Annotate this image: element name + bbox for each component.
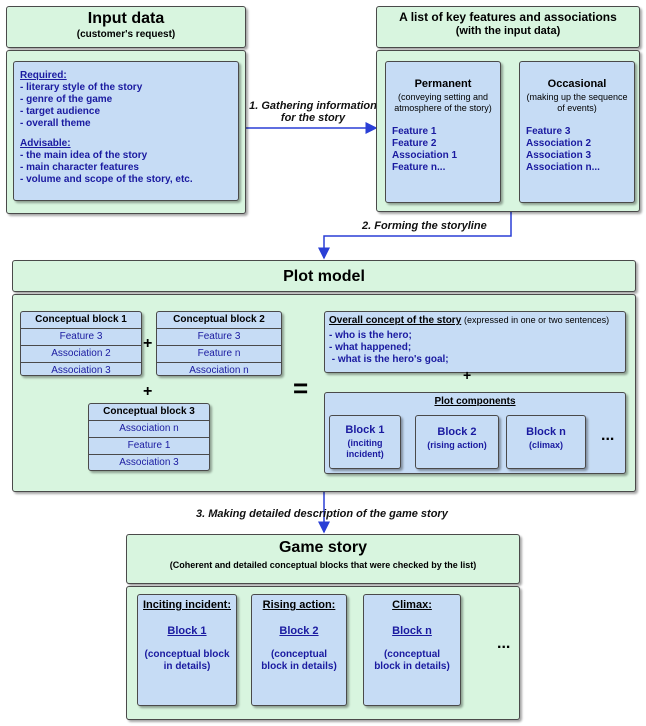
game-story-header: Game story (Coherent and detailed concep… xyxy=(126,534,520,584)
stage-heading: Inciting incident: xyxy=(143,599,231,611)
advisable-item: - volume and scope of the story, etc. xyxy=(20,174,193,185)
input-data-header: Input data (customer's request) xyxy=(6,6,246,48)
permanent-item: Association 1 xyxy=(392,150,458,161)
conceptual-block-title: Conceptual block 3 xyxy=(89,404,209,421)
component-block-n: Block n (climax) xyxy=(506,415,586,469)
permanent-desc: (conveying setting and atmosphere of the… xyxy=(394,92,492,113)
concept-heading: Overall concept of the story xyxy=(329,315,462,326)
stage-block: Block 2 xyxy=(279,625,319,637)
stage-block: Block n xyxy=(392,625,432,637)
concept-item: - what happened; xyxy=(329,342,412,353)
step1-label: 1. Gathering information for the story xyxy=(249,100,377,124)
step2-label: 2. Forming the storyline xyxy=(362,220,487,232)
equals-sign: = xyxy=(293,373,309,403)
stage-desc: (conceptual block in details) xyxy=(144,649,230,672)
input-data-title: Input data xyxy=(87,10,165,27)
plus-sign: + xyxy=(463,367,472,383)
input-requirements-box: Required: - literary style of the story … xyxy=(13,61,239,201)
concept-item: - who is the hero; xyxy=(329,330,412,341)
conceptual-block-row: Association 3 xyxy=(119,457,179,468)
component-block-1: Block 1 (inciting incident) xyxy=(329,415,401,469)
required-heading: Required: xyxy=(20,70,67,81)
permanent-box: Permanent (conveying setting and atmosph… xyxy=(385,61,501,203)
component-name: Block 1 xyxy=(345,424,385,436)
stage-desc: (conceptual block in details) xyxy=(374,649,450,672)
features-title: A list of key features and associations xyxy=(399,10,617,24)
arrow-step2 xyxy=(318,212,512,260)
plot-components-box: Plot components Block 1 (inciting incide… xyxy=(324,392,626,474)
game-story-panel: Inciting incident: Block 1 (conceptual b… xyxy=(126,586,520,720)
conceptual-block-row: Feature n xyxy=(157,346,281,363)
components-ellipsis: ... xyxy=(601,427,615,444)
conceptual-block-row: Feature 3 xyxy=(21,329,141,346)
concept-note: (expressed in one or two sentences) xyxy=(464,315,610,325)
conceptual-block-row: Association 2 xyxy=(21,346,141,363)
required-item: - overall theme xyxy=(20,118,91,129)
game-story-title: Game story xyxy=(278,539,368,556)
conceptual-block-row: Feature 1 xyxy=(89,438,209,455)
occasional-item: Feature 3 xyxy=(526,126,571,137)
component-name: Block n xyxy=(526,426,566,438)
concept-item: - what is the hero's goal; xyxy=(329,354,449,365)
advisable-item: - main character features xyxy=(20,162,139,173)
permanent-title: Permanent xyxy=(414,78,472,90)
permanent-item: Feature 1 xyxy=(392,126,437,137)
stage-desc: (conceptual block in details) xyxy=(261,649,337,672)
occasional-item: Association n... xyxy=(526,162,600,173)
plot-model-header: Plot model xyxy=(12,260,636,292)
conceptual-block-title: Conceptual block 1 xyxy=(21,312,141,329)
stage-heading: Rising action: xyxy=(262,599,336,611)
components-title: Plot components xyxy=(434,396,516,407)
conceptual-block-2: Conceptual block 2 Feature 3 Feature n A… xyxy=(156,311,282,376)
plot-model-title: Plot model xyxy=(283,268,365,285)
conceptual-block-row: Association n xyxy=(189,365,249,376)
occasional-item: Association 2 xyxy=(526,138,592,149)
component-desc: (rising action) xyxy=(427,440,487,450)
occasional-title: Occasional xyxy=(547,78,607,90)
step3-label: 3. Making detailed description of the ga… xyxy=(196,508,448,520)
plus-sign: + xyxy=(143,335,153,352)
component-block-2: Block 2 (rising action) xyxy=(415,415,499,469)
component-desc: (climax) xyxy=(528,440,563,450)
component-desc: (inciting incident) xyxy=(346,438,384,459)
overall-concept-box: Overall concept of the story (expressed … xyxy=(324,311,626,373)
required-item: - literary style of the story xyxy=(20,82,143,93)
input-data-subtitle: (customer's request) xyxy=(76,29,176,40)
occasional-item: Association 3 xyxy=(526,150,592,161)
advisable-heading: Advisable: xyxy=(20,138,71,149)
required-item: - target audience xyxy=(20,106,101,117)
conceptual-block-title: Conceptual block 2 xyxy=(157,312,281,329)
stage-inciting-incident: Inciting incident: Block 1 (conceptual b… xyxy=(137,594,237,706)
advisable-item: - the main idea of the story xyxy=(20,150,148,161)
features-panel: Permanent (conveying setting and atmosph… xyxy=(376,50,640,212)
conceptual-block-row: Association n xyxy=(89,421,209,438)
game-story-ellipsis: ... xyxy=(497,635,511,652)
plot-model-panel: Conceptual block 1 Feature 3 Association… xyxy=(12,294,636,492)
component-name: Block 2 xyxy=(437,426,477,438)
features-subtitle: (with the input data) xyxy=(455,25,561,37)
plus-sign: + xyxy=(143,383,153,400)
game-story-subtitle: (Coherent and detailed conceptual blocks… xyxy=(169,560,477,570)
stage-rising-action: Rising action: Block 2 (conceptual block… xyxy=(251,594,347,706)
conceptual-block-row: Association 3 xyxy=(51,365,111,376)
occasional-box: Occasional (making up the sequence of ev… xyxy=(519,61,635,203)
features-header: A list of key features and associations … xyxy=(376,6,640,48)
conceptual-block-row: Feature 3 xyxy=(157,329,281,346)
stage-heading: Climax: xyxy=(392,599,432,611)
required-item: - genre of the game xyxy=(20,94,113,105)
occasional-desc: (making up the sequence of events) xyxy=(526,92,628,113)
permanent-item: Feature n... xyxy=(392,162,446,173)
permanent-item: Feature 2 xyxy=(392,138,437,149)
conceptual-block-3: Conceptual block 3 Association n Feature… xyxy=(88,403,210,471)
stage-block: Block 1 xyxy=(167,625,207,637)
conceptual-block-1: Conceptual block 1 Feature 3 Association… xyxy=(20,311,142,376)
input-data-panel: Required: - literary style of the story … xyxy=(6,50,246,214)
stage-climax: Climax: Block n (conceptual block in det… xyxy=(363,594,461,706)
